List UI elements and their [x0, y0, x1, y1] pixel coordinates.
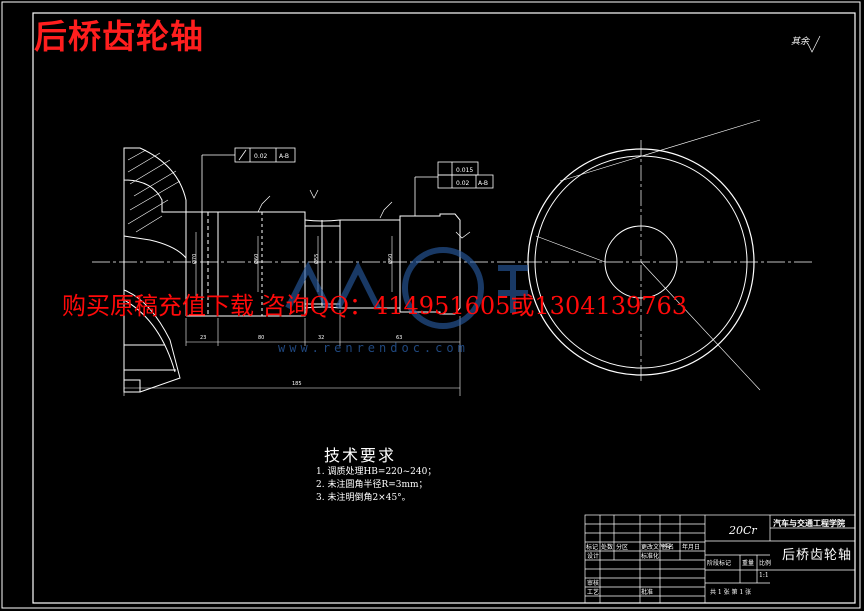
tolerance-1-datum: A-B	[279, 153, 289, 160]
dimension-values: 23 80 32 63 Ø70 Ø60 Ø55 Ø50	[191, 254, 402, 341]
title-block-col-labels: 阶段标记 重量 比例	[707, 559, 771, 567]
svg-text:80: 80	[258, 335, 264, 341]
tolerance-1-value: 0.02	[254, 153, 268, 160]
drawing-title: 后桥齿轮轴	[34, 17, 204, 56]
watermark-logo	[285, 247, 528, 329]
watermark-url: www.renrendoc.com	[278, 341, 469, 355]
material-label: 20Cr	[729, 524, 757, 537]
tolerance-3-value: 0.02	[456, 180, 470, 187]
tolerance-2-datum: A-B	[478, 180, 488, 187]
title-block-row-labels: 标记 处数 分区 更改文件号 签名 年月日	[586, 543, 700, 551]
svg-text:更改文件号: 更改文件号	[641, 543, 671, 551]
svg-text:分区: 分区	[616, 543, 628, 551]
roughness-note: 其余	[791, 37, 810, 47]
end-view	[527, 119, 761, 391]
school-label: 汽车与交通工程学院	[773, 518, 845, 528]
svg-text:标记: 标记	[586, 543, 598, 551]
scale-value: 1:1	[759, 572, 769, 579]
svg-text:年月日: 年月日	[682, 543, 700, 551]
purchase-notice: 购买原稿充值下载 咨询QQ：414951605或1304139763	[62, 292, 688, 320]
title-block-grid	[584, 514, 856, 604]
tolerance-frame-2	[414, 161, 494, 216]
svg-text:Ø55: Ø55	[313, 254, 320, 264]
drawing-frame	[32, 12, 856, 604]
overall-length-dimension: 185	[292, 381, 302, 387]
technical-requirements-title: 技术要求	[324, 446, 397, 465]
svg-text:32: 32	[318, 335, 324, 341]
svg-text:Ø70: Ø70	[191, 254, 198, 264]
svg-text:签名: 签名	[662, 543, 674, 551]
tolerance-frame-1	[201, 147, 296, 212]
svg-text:审核: 审核	[587, 579, 599, 587]
svg-text:Ø50: Ø50	[387, 254, 394, 264]
part-name-label: 后桥齿轮轴	[782, 548, 853, 563]
sheet-info: 共 1 张 第 1 张	[710, 589, 752, 596]
shaft-outline	[185, 211, 461, 317]
svg-text:比例: 比例	[759, 559, 771, 567]
requirement-item: 1. 调质处理HB=220~240；	[316, 467, 437, 477]
svg-text:63: 63	[396, 335, 402, 341]
title-block-side-labels: 设计 审核 工艺 标准化 批准	[587, 552, 659, 596]
roughness-symbols	[257, 35, 821, 239]
gear-hatch	[127, 149, 181, 233]
svg-text:Ø60: Ø60	[253, 254, 260, 264]
technical-requirements-list: 1. 调质处理HB=220~240； 2. 未注圆角半径R=3mm； 3. 未注…	[316, 466, 436, 505]
svg-text:重量: 重量	[742, 559, 754, 567]
svg-text:标准化: 标准化	[641, 552, 659, 560]
svg-text:工艺: 工艺	[587, 588, 599, 596]
requirement-item: 2. 未注圆角半径R=3mm；	[316, 480, 428, 490]
svg-text:设计: 设计	[587, 552, 599, 560]
svg-text:23: 23	[200, 335, 206, 341]
requirement-item: 3. 未注明倒角2×45°。	[316, 493, 411, 503]
tolerance-2-value: 0.015	[456, 167, 473, 174]
svg-text:处数: 处数	[601, 543, 613, 551]
gear-section	[123, 147, 187, 393]
svg-text:阶段标记: 阶段标记	[707, 559, 731, 567]
svg-text:批准: 批准	[641, 588, 653, 596]
